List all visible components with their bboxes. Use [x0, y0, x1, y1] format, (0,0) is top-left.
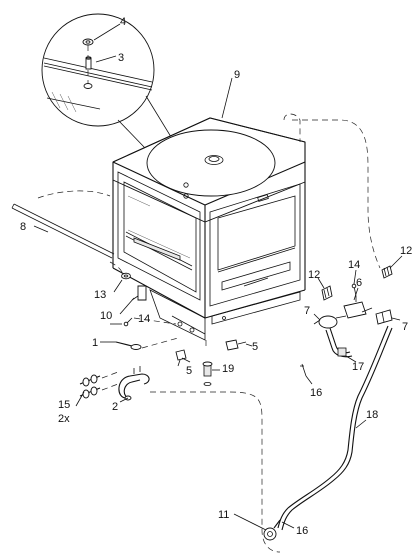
- drain-fitting-part: [202, 361, 213, 386]
- cabinet-frame: [112, 117, 306, 341]
- callout-12: 12: [308, 269, 320, 281]
- callout-4: 4: [120, 16, 126, 28]
- solenoid-part: [375, 309, 393, 325]
- callout-10: 10: [100, 310, 112, 322]
- callout-1: 1: [92, 337, 98, 349]
- callout-13: 13: [94, 289, 106, 301]
- connector-part: [175, 349, 187, 367]
- top-turntable-plate: [146, 129, 276, 197]
- probe-part: [115, 341, 142, 350]
- tube-part: [277, 325, 393, 531]
- callout-7: 7: [304, 305, 310, 317]
- callout-6: 6: [356, 277, 362, 289]
- spring-part: [321, 285, 333, 301]
- callout-12: 12: [400, 245, 412, 257]
- heating-element-part: [118, 366, 150, 401]
- callout-14: 14: [138, 313, 150, 325]
- callout-5: 5: [252, 341, 258, 353]
- bracket-part: [131, 285, 147, 301]
- callout-9: 9: [234, 69, 240, 81]
- callout-16: 16: [296, 525, 308, 537]
- screw-part: [123, 317, 133, 327]
- solenoid-part: [313, 315, 347, 329]
- bottom-fitting-part: [263, 519, 281, 541]
- hose-elbow-part: [325, 327, 353, 358]
- callout-3: 3: [118, 52, 124, 64]
- stud-part: [85, 56, 92, 70]
- spring-part: [381, 265, 393, 279]
- callout-7: 7: [402, 321, 408, 333]
- callout-14: 14: [348, 259, 360, 271]
- leader-lines: [33, 23, 403, 531]
- callout-16: 16: [310, 387, 322, 399]
- callout-19: 19: [222, 363, 234, 375]
- callout-15: 15: [58, 399, 70, 411]
- switch-part: [343, 296, 373, 319]
- callout-11: 11: [218, 509, 229, 521]
- callout-2: 2: [112, 401, 118, 413]
- callout-15-qty: 2x: [58, 413, 70, 425]
- callout-17: 17: [352, 361, 364, 373]
- clip-part: [300, 363, 307, 377]
- callout-18: 18: [366, 409, 378, 421]
- callout-5: 5: [186, 365, 192, 377]
- gasket-strip-part: [11, 203, 115, 259]
- callout-labels: 4 3 9 8 13 10 14 1 2 15 2x 5 5 19 7 7 12…: [20, 16, 412, 537]
- nut-part: [82, 38, 94, 46]
- callout-8: 8: [20, 221, 26, 233]
- connector-part: [225, 339, 247, 351]
- washer-part: [121, 272, 131, 280]
